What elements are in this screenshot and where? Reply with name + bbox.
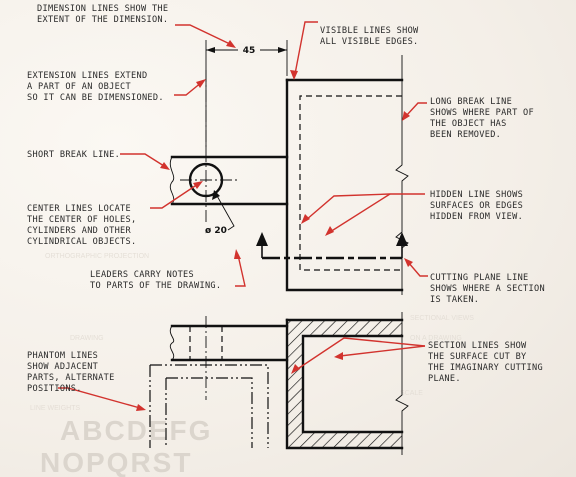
annotation-leaders xyxy=(58,21,428,411)
label-center-line-4: CYLINDRICAL OBJECTS. xyxy=(27,237,136,247)
label-leaders-line-2: TO PARTS OF THE DRAWING. xyxy=(90,281,221,291)
top-view: 45 ø 20 xyxy=(169,40,409,295)
leader-section-1-head xyxy=(291,364,300,374)
label-phantom-line-2: SHOW ADJACENT xyxy=(27,362,98,372)
svg-text:NOPQRST: NOPQRST xyxy=(40,447,192,477)
phantom-inner xyxy=(166,377,253,448)
front-short-break xyxy=(169,325,175,361)
label-section-line-1: SECTION LINES SHOW xyxy=(428,341,527,351)
leader-section-1 xyxy=(295,337,426,371)
leader-hidden-1-head xyxy=(301,214,310,224)
leader-long-break-head xyxy=(402,111,410,121)
label-cutting-line-2: SHOWS WHERE A SECTION xyxy=(430,284,545,294)
diameter-note: ø 20 xyxy=(205,226,227,236)
svg-text:ON A DRAWING: ON A DRAWING xyxy=(410,335,462,342)
label-leaders-line-1: LEADERS CARRY NOTES xyxy=(90,270,194,280)
leader-visible-head xyxy=(290,70,298,80)
label-phantom-line-1: PHANTOM LINES xyxy=(27,351,98,361)
label-cutting-line-3: IS TAKEN. xyxy=(430,295,479,305)
leader-phantom-head xyxy=(136,404,146,411)
label-center-line-2: THE CENTER OF HOLES, xyxy=(27,215,136,225)
leader-hidden-2-head xyxy=(325,226,334,236)
annotation-labels: DIMENSION LINES SHOW THE EXTENT OF THE D… xyxy=(27,4,545,394)
leader-short-break xyxy=(120,153,165,167)
section-long-break xyxy=(395,312,409,455)
label-extension-line-2: A PART OF AN OBJECT xyxy=(27,82,131,92)
section-outer-edge xyxy=(285,318,404,450)
hidden-rectangle xyxy=(299,95,402,271)
leader-extension xyxy=(174,81,203,96)
svg-text:SECTIONAL VIEWS: SECTIONAL VIEWS xyxy=(410,315,474,322)
cutting-plane-arrowhead-left xyxy=(256,232,268,246)
leader-cutting-head xyxy=(404,258,413,267)
leader-visible xyxy=(294,21,318,75)
leader-phantom xyxy=(58,387,141,409)
label-dimension-line-1: DIMENSION LINES SHOW THE xyxy=(37,4,168,14)
label-dimension-line-2: EXTENT OF THE DIMENSION. xyxy=(37,15,168,25)
label-section-line-3: THE IMAGINARY CUTTING xyxy=(428,363,543,373)
label-short-break: SHORT BREAK LINE. xyxy=(27,150,120,160)
svg-text:SCALE: SCALE xyxy=(400,390,423,397)
label-cutting-line-1: CUTTING PLANE LINE xyxy=(430,273,529,283)
short-break-line xyxy=(169,156,175,205)
dimension-value: 45 xyxy=(243,46,256,56)
leader-leaders-head xyxy=(234,249,241,259)
dimension-arrowhead-left xyxy=(206,47,215,53)
label-visible-line-2: ALL VISIBLE EDGES. xyxy=(320,37,419,47)
diameter-leader xyxy=(215,193,235,231)
body-outline xyxy=(285,78,404,292)
label-section-line-2: THE SURFACE CUT BY xyxy=(428,352,527,362)
section-inner-edge xyxy=(301,334,404,434)
section-view xyxy=(149,312,409,455)
leader-dimension xyxy=(175,24,233,46)
dimension-arrowhead-right xyxy=(278,47,287,53)
label-long-break-line-1: LONG BREAK LINE xyxy=(430,97,512,107)
leader-long-break xyxy=(405,102,427,117)
label-section-line-4: PLANE. xyxy=(428,374,461,384)
svg-text:ABCDEFG: ABCDEFG xyxy=(60,415,212,446)
label-phantom-line-3: PARTS, ALTERNATE xyxy=(27,373,115,383)
leader-dimension-head xyxy=(226,40,236,48)
label-extension-line-3: SO IT CAN BE DIMENSIONED. xyxy=(27,93,164,103)
diameter-leader-arrowhead xyxy=(212,190,220,200)
leader-short-break-head xyxy=(160,162,170,170)
leader-center xyxy=(150,183,199,209)
leader-section-2 xyxy=(339,345,426,357)
label-visible-line-1: VISIBLE LINES SHOW xyxy=(320,26,419,36)
svg-text:ORTHOGRAPHIC PROJECTION: ORTHOGRAPHIC PROJECTION xyxy=(45,253,149,260)
leader-leaders xyxy=(235,254,246,287)
svg-text:DRAWING: DRAWING xyxy=(70,335,104,342)
label-center-line-3: CYLINDERS AND OTHER xyxy=(27,226,132,236)
label-extension-line-1: EXTENSION LINES EXTEND xyxy=(27,71,147,81)
label-hidden-line-2: SURFACES OR EDGES xyxy=(430,201,523,211)
label-long-break-line-2: SHOWS WHERE PART OF xyxy=(430,108,534,118)
dimension-text-bg xyxy=(238,43,260,56)
section-hatch-area xyxy=(287,320,402,448)
label-hidden-line-3: HIDDEN FROM VIEW. xyxy=(430,212,523,222)
leader-cutting xyxy=(407,261,428,277)
label-long-break-line-3: THE OBJECT HAS xyxy=(430,119,507,129)
label-long-break-line-4: BEEN REMOVED. xyxy=(430,130,501,140)
svg-text:LINE WEIGHTS: LINE WEIGHTS xyxy=(30,405,81,412)
background-bleed-text: ABCDEFG NOPQRST LINE WEIGHTS SECTIONAL V… xyxy=(30,253,474,477)
leader-extension-head xyxy=(196,79,206,88)
leader-hidden-2 xyxy=(329,193,391,233)
label-hidden-line-1: HIDDEN LINE SHOWS xyxy=(430,190,523,200)
label-center-line-1: CENTER LINES LOCATE xyxy=(27,204,131,214)
leader-hidden-1 xyxy=(305,193,425,221)
leader-section-2-head xyxy=(334,352,343,360)
leader-center-head xyxy=(193,181,203,189)
cutting-plane-arrowhead-right xyxy=(396,232,408,246)
label-phantom-line-4: POSITIONS. xyxy=(27,384,82,394)
